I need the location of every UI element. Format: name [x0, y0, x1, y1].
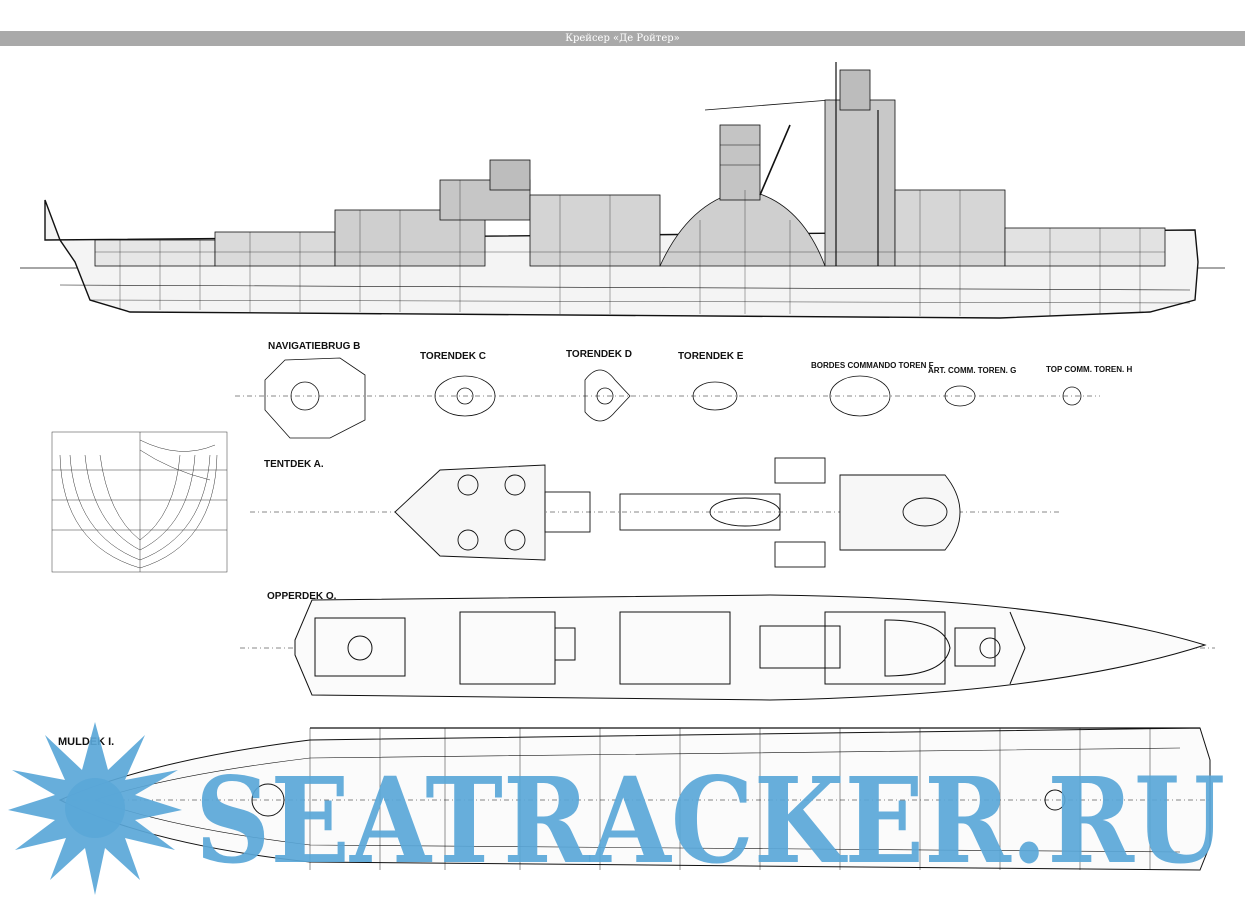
label-navigatiebrug: NAVIGATIEBRUG B	[268, 341, 360, 352]
label-torendek-e: TORENDEK E	[678, 351, 744, 362]
opperdek-plan	[240, 594, 1215, 701]
label-torendek-d: TORENDEK D	[566, 349, 632, 360]
small-deck-plans	[235, 357, 1100, 439]
label-top-comm: TOP COMM. TOREN. H	[1046, 365, 1132, 374]
title-bar: Крейсер «Де Ройтер»	[0, 31, 1245, 46]
watermark-sun-logo	[8, 722, 182, 895]
label-muldek: MULDEK I.	[58, 736, 114, 748]
label-bordes: BORDES COMMANDO TOREN F	[811, 361, 934, 370]
watermark-text: SEATRACKER.RU	[195, 751, 1225, 890]
tentdek-plan	[250, 457, 1060, 568]
label-art-comm: ART. COMM. TOREN. G	[928, 366, 1016, 375]
label-torendek-c: TORENDEK C	[420, 351, 486, 362]
body-plan	[51, 431, 228, 573]
label-opperdek: OPPERDEK O.	[267, 591, 337, 602]
label-tentdek: TENTDEK A.	[264, 459, 324, 470]
side-profile	[20, 62, 1225, 319]
page-title: Крейсер «Де Ройтер»	[565, 33, 680, 44]
